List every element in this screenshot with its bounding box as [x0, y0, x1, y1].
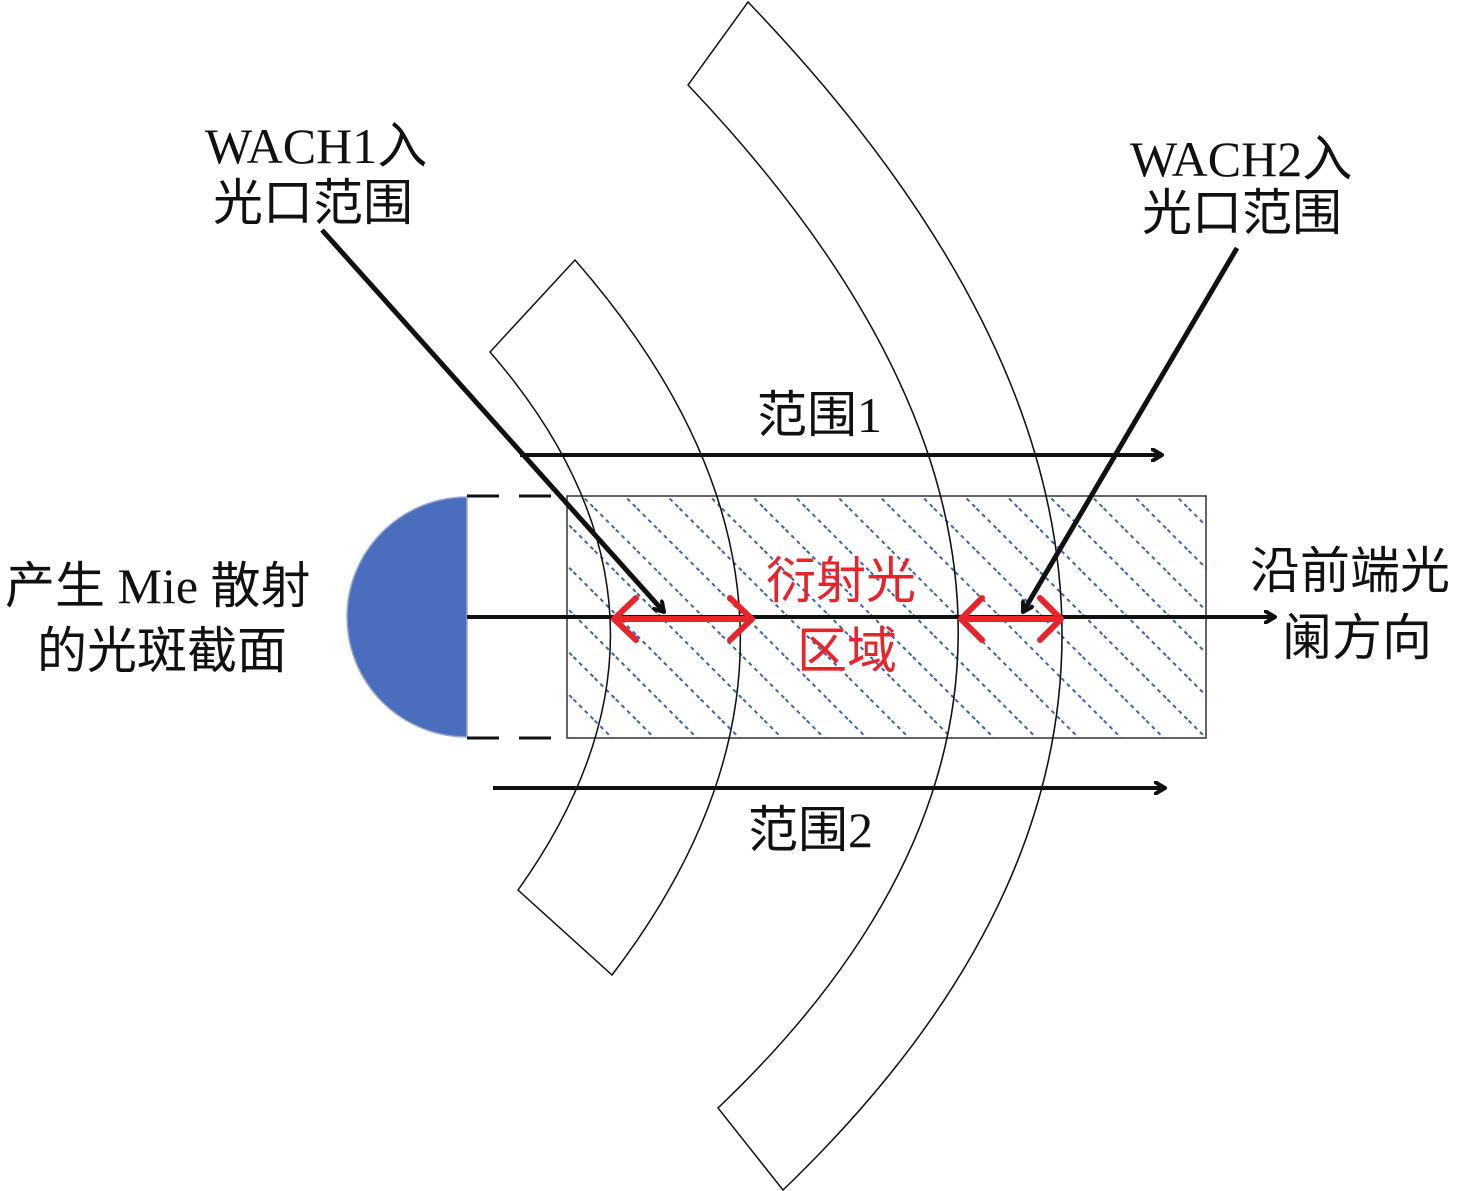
wach1-aperture-band	[488, 258, 742, 977]
diffraction-label-line2: 区域	[797, 623, 897, 679]
wach2-label-line2: 光口范围	[1142, 185, 1342, 241]
wach2-label-line1: WACH2入	[1130, 131, 1352, 187]
spot-label-line2: 的光斑截面	[37, 623, 287, 679]
diffraction-arrow-left	[611, 595, 755, 643]
direction-label-line2: 阑方向	[1282, 610, 1432, 666]
range1-label: 范围1	[757, 387, 882, 443]
mie-spot-cross-section	[346, 496, 468, 738]
wach1-pointer-arrow	[320, 228, 664, 612]
spot-label-line1: 产生 Mie 散射	[5, 558, 311, 614]
direction-label-line1: 沿前端光	[1250, 543, 1450, 599]
wach1-label-line2: 光口范围	[213, 175, 413, 231]
diffraction-arrow-right	[958, 595, 1064, 643]
range2-label: 范围2	[748, 802, 873, 858]
wach1-label-line1: WACH1入	[205, 118, 427, 174]
wach2-pointer-arrow	[1020, 246, 1240, 612]
diffraction-label-line1: 衍射光	[766, 553, 916, 609]
